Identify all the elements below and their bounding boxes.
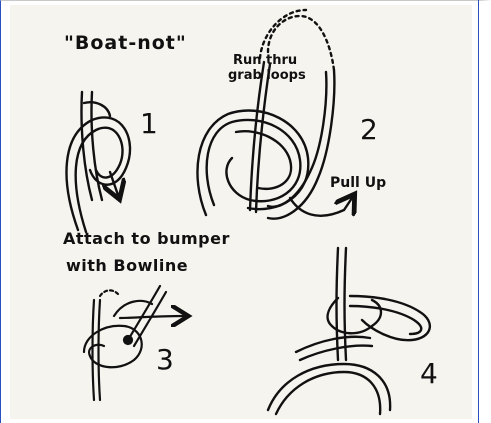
attach-label-line2: with Bowline xyxy=(66,258,188,274)
run-thru-label-line2: grab loops xyxy=(228,69,306,82)
step-2-knot xyxy=(197,10,352,219)
pull-up-label: Pull Up xyxy=(330,176,386,190)
step-number-3: 3 xyxy=(156,346,174,374)
step-number-4: 4 xyxy=(420,360,438,388)
step-number-1: 1 xyxy=(140,110,158,138)
diagram-title: "Boat-not" xyxy=(64,34,187,53)
step-number-2: 2 xyxy=(360,116,378,144)
run-thru-label-line1: Run thru xyxy=(233,54,297,67)
step-4-knot xyxy=(268,248,430,414)
attach-label-line1: Attach to bumper xyxy=(63,231,230,247)
step-1-knot xyxy=(66,92,130,232)
